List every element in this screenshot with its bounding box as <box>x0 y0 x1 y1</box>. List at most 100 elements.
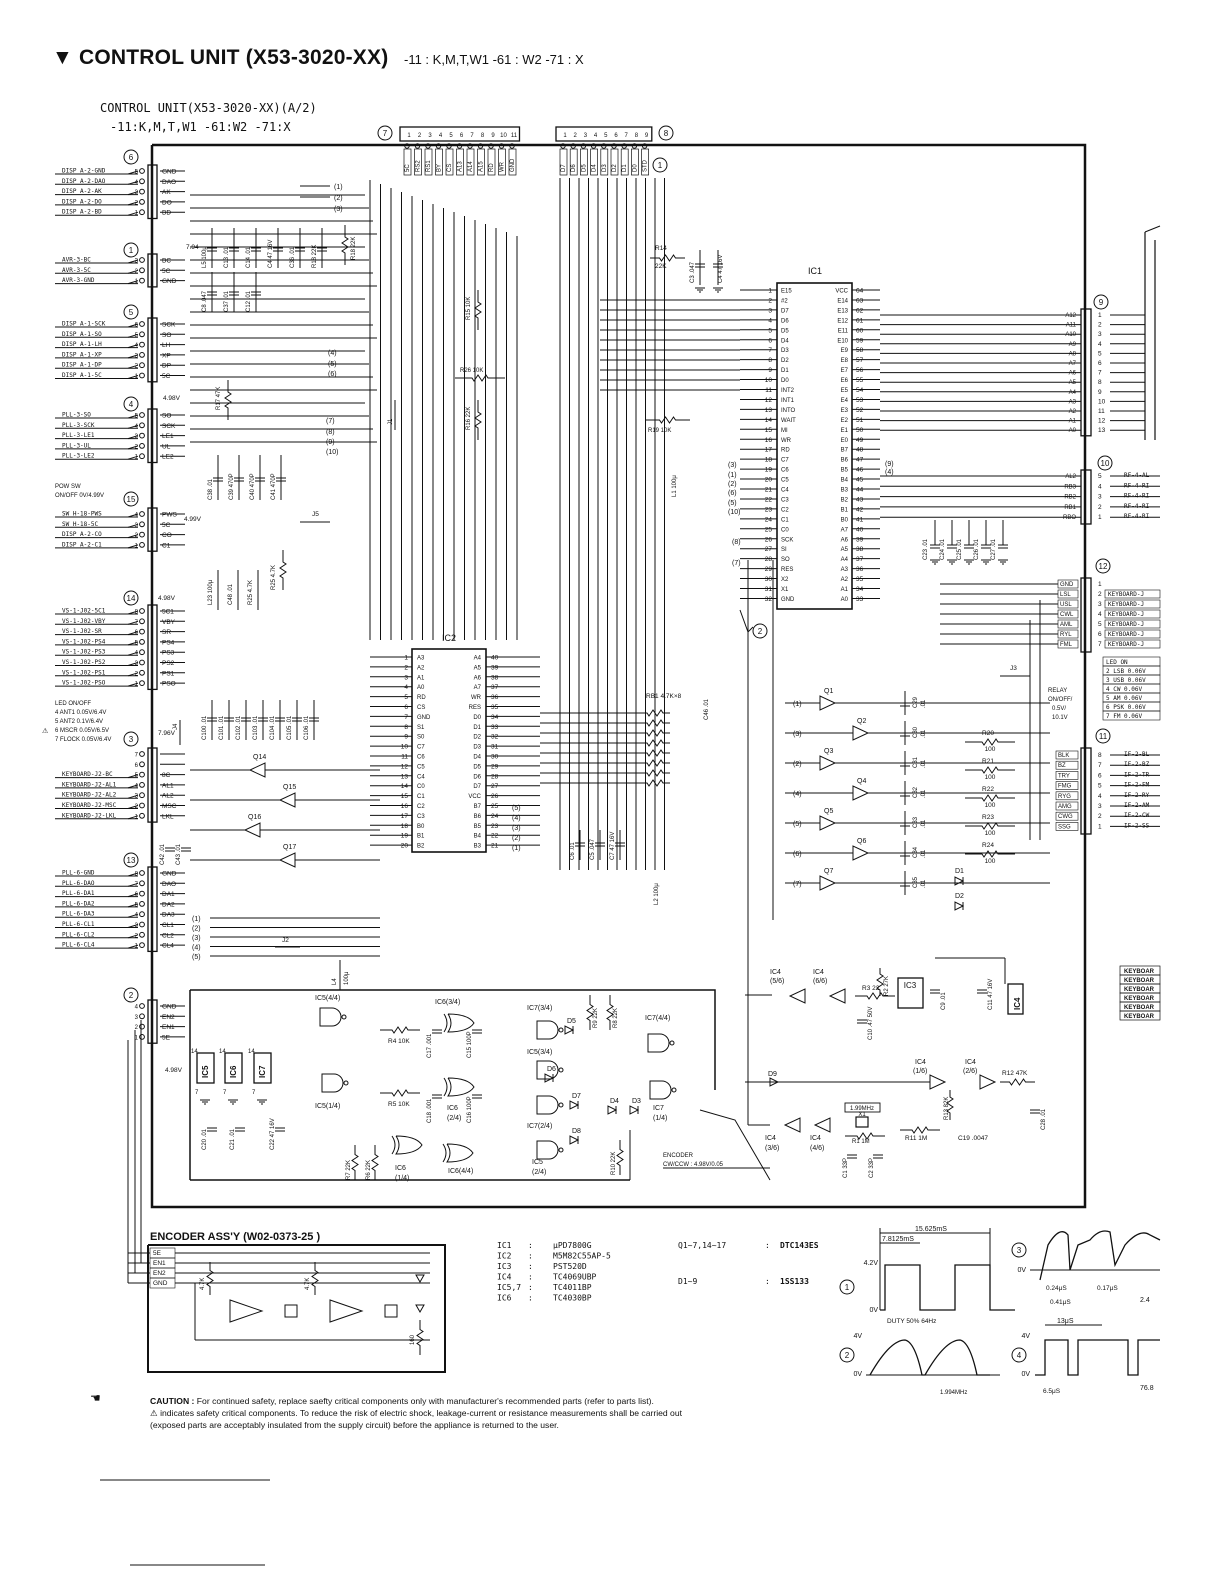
ic1-pin-label: SI <box>781 547 787 553</box>
resistor-array-label: RB1 4.7K×8 <box>646 693 682 700</box>
ic2-pin-label: D3 <box>473 745 481 751</box>
ic1-pin-number: 18 <box>765 457 773 464</box>
connector-c13-pin-label: GND <box>162 871 177 878</box>
connector-c1-pin-label: GND <box>162 278 177 285</box>
node-label: (6) <box>328 371 337 378</box>
ic1-pin-number: 35 <box>856 576 864 583</box>
connector-9-number-label: 9 <box>1099 298 1104 307</box>
transistor-label: Q6 <box>857 838 866 845</box>
schematic-subtitle: CONTROL UNIT(X53-3020-XX)(A/2) <box>100 101 317 115</box>
capacitor-label: C100 .01 <box>202 715 208 740</box>
connector-10-pin-number: 4 <box>1098 483 1102 490</box>
connector-12-net: KEYBOARD-J <box>1108 611 1144 618</box>
connector-c14-pin <box>139 608 145 614</box>
connector-c13-pin-number: 7 <box>135 882 139 888</box>
parts-list-ref: D1~9 <box>678 1277 697 1286</box>
net-label-tick <box>127 944 139 949</box>
ic2-pin-number: 20 <box>401 843 409 850</box>
connector-c5-number-label: 5 <box>129 308 134 317</box>
connector-9-pin-number: 7 <box>1098 370 1102 377</box>
ic2-pin-label: C1 <box>417 794 425 800</box>
node-label: (5) <box>728 500 737 507</box>
diode-D9 <box>769 1077 780 1087</box>
parts-list-ref: IC3 <box>497 1262 512 1271</box>
capacitor-label: C37 .01 <box>224 290 230 312</box>
connector-c13-pin-number: 4 <box>135 913 139 919</box>
node-label: (6) <box>728 490 737 497</box>
parts-list-part: M5M82C55AP-5 <box>553 1252 611 1261</box>
connector-c4-pin-label: SCK <box>162 423 176 430</box>
connector-c5-pin-label: SCK <box>162 322 176 329</box>
node-label: (1) <box>728 472 737 479</box>
encoder-led <box>415 1304 425 1314</box>
connector-c14-pin-number: 7 <box>135 620 139 626</box>
connector-c1-pin <box>139 277 145 284</box>
connector-11-pin-number: 4 <box>1098 793 1102 800</box>
net-label-tick <box>127 333 139 338</box>
net-label-tick <box>127 211 139 216</box>
connector-c5-pin <box>139 372 145 379</box>
ic1-pin-label: VCC <box>835 289 848 295</box>
ic1-pin-number: 28 <box>765 556 773 563</box>
connector-c1-body <box>147 253 158 288</box>
ic2-pin-label: C7 <box>417 745 425 751</box>
ic1-pin-number: 27 <box>765 546 773 553</box>
node-label: (4) <box>328 350 337 357</box>
connector-c8-pin-number: 1 <box>563 133 567 139</box>
driver-resistor-label: R20 <box>982 730 994 737</box>
connector-c8-label-box <box>559 148 568 176</box>
connector-c8-pin-number: 5 <box>604 133 608 139</box>
connector-11-pin-label: FMG <box>1058 784 1072 790</box>
ic1-pin-number: 6 <box>768 337 772 344</box>
net-label-tick <box>127 280 139 285</box>
ic1-pin-number: 31 <box>765 586 773 593</box>
connector-c8-number-label: 8 <box>664 129 669 138</box>
connector-c8-pin-label: D7 <box>561 164 567 172</box>
node-label: (4) <box>885 469 894 476</box>
gate-label: IC4 <box>915 1059 926 1066</box>
connector-c14-pin-label: SR <box>162 629 171 636</box>
connector-10-net: RF-4-RI <box>1124 503 1150 510</box>
ic1-pin-number: 60 <box>856 327 864 334</box>
net-label-tick <box>127 903 139 908</box>
waveform-2-trace <box>869 1339 990 1376</box>
connector-c1-pin-label: 5C <box>162 268 171 275</box>
resistor-array-element <box>640 759 670 767</box>
connector-c7-pin <box>425 143 431 149</box>
capacitor-label: C2 33P <box>869 1158 875 1178</box>
encoder-note: CW/CCW : 4.98V/0.05 <box>663 1162 724 1168</box>
ic2-pin-number: 8 <box>404 724 408 731</box>
connector-c5-pin-label: LH <box>162 342 171 349</box>
connector-c7-number-label: 7 <box>383 129 388 138</box>
connector-11-label-box <box>1055 760 1079 770</box>
node-label: (8) <box>326 429 335 436</box>
connector-c8-pin-number: 6 <box>614 133 618 139</box>
ic1-pin-label: #2 <box>781 298 788 304</box>
connector-c7-pin-label: RS1 <box>426 160 432 172</box>
resistor-r6 <box>371 1145 379 1180</box>
gate-label: IC7(3/4) <box>527 1005 552 1012</box>
connector-c5-pin-number: 3 <box>135 353 139 359</box>
connector-c13-pin <box>139 880 145 887</box>
relay-note: RELAY <box>1048 688 1067 694</box>
net-label-c1: AVR-3-5C <box>62 267 91 274</box>
gate-ic6-3of4 <box>447 1013 475 1033</box>
connector-c3-pin-number: 1 <box>135 814 139 820</box>
resistor-label: R6 22K <box>366 1160 372 1180</box>
connector-c8-pin-number: 8 <box>635 133 639 139</box>
connector-c1-pin-number: 2 <box>135 269 139 275</box>
ic2-pin-number: 4 <box>404 684 408 691</box>
connector-c14-pin <box>139 618 145 625</box>
connector-11-label-box <box>1055 801 1079 811</box>
net-label-c6: DISP A-2-DO <box>62 198 102 205</box>
ic1-pin-number: 49 <box>856 437 864 444</box>
diode-label: D4 <box>610 1098 619 1105</box>
led-table-right-row: 4 CW 0.06V <box>1106 686 1143 693</box>
driver-capacitor-value: .01 <box>921 729 927 738</box>
ic1-pin-number: 17 <box>765 447 773 454</box>
gate-ic5-4of4 <box>319 1007 342 1027</box>
net-label-tick <box>127 641 139 646</box>
ic2-pin-number: 3 <box>404 674 408 681</box>
resistor-r13 <box>946 1090 954 1120</box>
net-label-tick <box>127 424 139 429</box>
